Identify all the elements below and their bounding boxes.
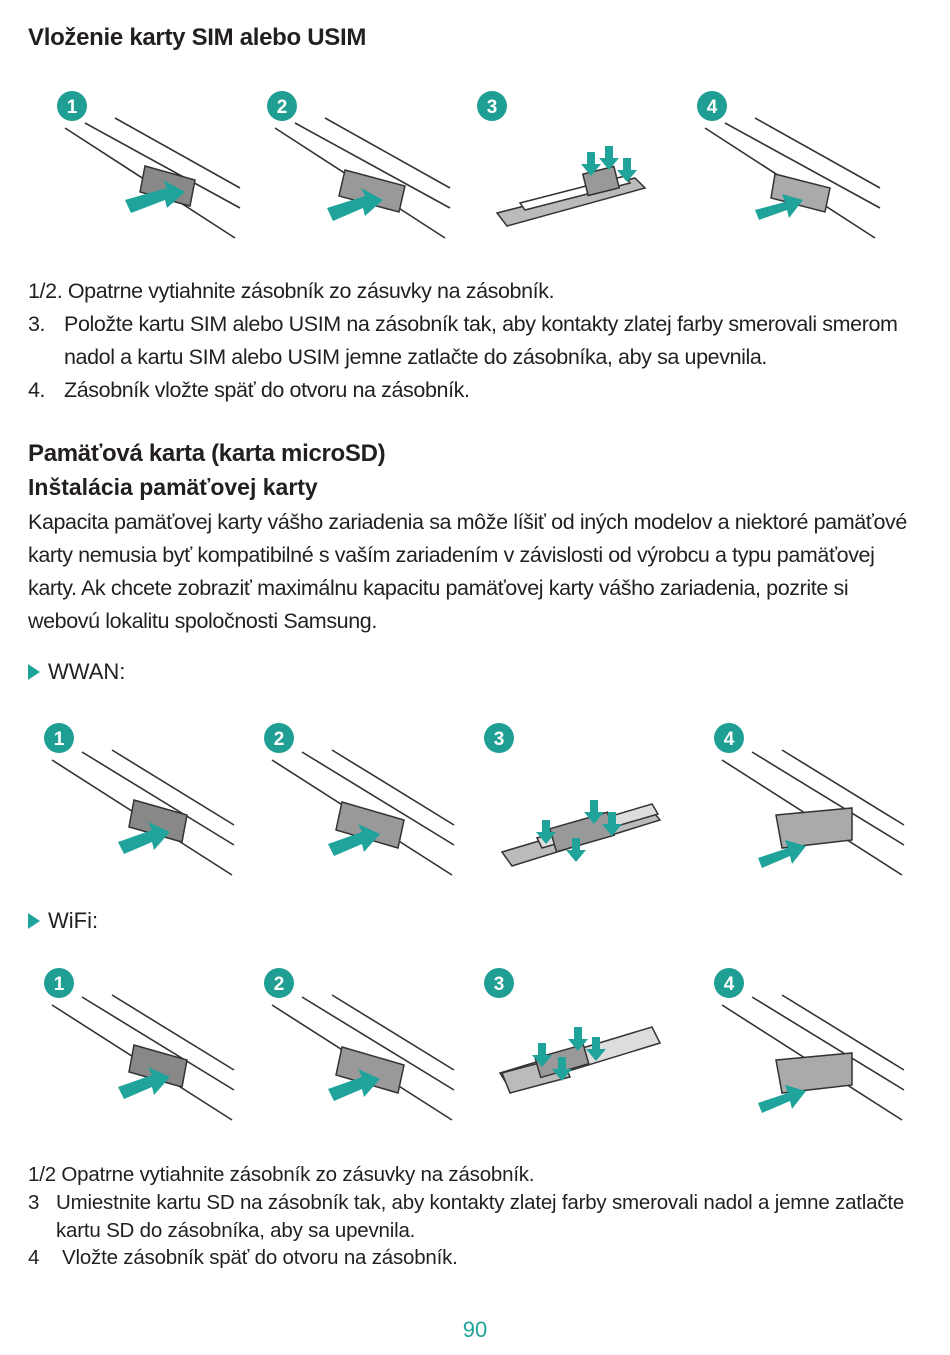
step-badge-4: 4 xyxy=(714,723,744,753)
step-3-figure: 3 xyxy=(475,88,675,253)
step-item-sd-4: 4 Vložte zásobník späť do otvoru na záso… xyxy=(28,1244,920,1272)
push-arrow-icon xyxy=(755,194,803,220)
wwan-step-3-figure: 3 xyxy=(482,720,682,880)
step-number: 4 xyxy=(28,1246,40,1269)
wifi-step-3-figure: 3 xyxy=(482,965,682,1125)
svg-text:2: 2 xyxy=(274,974,285,995)
sd-tray-inserting xyxy=(775,1052,853,1094)
variant-label-wifi: WiFi: xyxy=(28,908,98,934)
step-number: 3. xyxy=(28,312,46,336)
step-badge-2: 2 xyxy=(267,91,297,121)
step-item-sd-1-2: 1/2 Opatrne vytiahnite zásobník zo zásuv… xyxy=(28,1161,920,1189)
push-arrow-icon xyxy=(758,840,806,868)
step-badge-4: 4 xyxy=(697,91,727,121)
step-1-figure: 1 xyxy=(55,88,255,253)
sd-tray-ejected xyxy=(335,801,405,849)
wifi-step-1-figure: 1 xyxy=(42,965,242,1125)
memory-card-paragraph: Kapacita pamäťovej karty vášho zariadeni… xyxy=(28,510,907,633)
triangle-bullet-icon xyxy=(28,664,40,680)
step-item-sd-3: 3 Umiestnite kartu SD na zásobník tak, a… xyxy=(28,1189,920,1245)
press-down-arrows-icon xyxy=(581,146,637,182)
step-text: Vložte zásobník späť do otvoru na zásobn… xyxy=(62,1246,458,1269)
sd-tray-ejected xyxy=(335,1046,405,1094)
step-text: Umiestnite kartu SD na zásobník tak, aby… xyxy=(56,1191,905,1242)
press-down-arrows-icon xyxy=(532,1027,606,1081)
sd-tray-slot xyxy=(128,799,188,843)
step-badge-3: 3 xyxy=(477,91,507,121)
wifi-step-2-figure: 2 xyxy=(262,965,462,1125)
step-item-sim-1-2: 1/2. Opatrne vytiahnite zásobník zo zásu… xyxy=(28,275,920,308)
step-number: 1/2. xyxy=(28,279,63,303)
pull-arrow-icon xyxy=(125,180,185,213)
step-badge-2: 2 xyxy=(264,968,294,998)
section-title-memory-card: Pamäťová karta (karta microSD) xyxy=(28,440,386,467)
press-down-arrows-icon xyxy=(536,800,622,862)
step-badge-1: 1 xyxy=(44,723,74,753)
step-number: 1/2 xyxy=(28,1163,56,1186)
wwan-step-2-figure: 2 xyxy=(262,720,462,880)
svg-text:4: 4 xyxy=(724,729,735,750)
wifi-step-4-figure: 4 xyxy=(712,965,912,1125)
svg-text:4: 4 xyxy=(707,97,718,118)
step-text: Opatrne vytiahnite zásobník zo zásuvky n… xyxy=(67,279,555,303)
svg-text:4: 4 xyxy=(724,974,735,995)
step-2-figure: 2 xyxy=(265,88,465,253)
step-number: 4. xyxy=(28,378,46,402)
wwan-step-1-figure: 1 xyxy=(42,720,242,880)
svg-text:1: 1 xyxy=(67,97,78,118)
step-text: Položte kartu SIM alebo USIM na zásobník… xyxy=(64,312,898,369)
push-arrow-icon xyxy=(758,1085,806,1113)
pull-arrow-icon xyxy=(118,822,170,854)
step-text: Zásobník vložte späť do otvoru na zásobn… xyxy=(64,378,470,402)
step-4-figure: 4 xyxy=(695,88,895,253)
step-item-sim-4: 4. Zásobník vložte späť do otvoru na zás… xyxy=(28,374,920,407)
svg-text:2: 2 xyxy=(277,97,288,118)
svg-text:1: 1 xyxy=(54,974,65,995)
wwan-step-4-figure: 4 xyxy=(712,720,912,880)
step-text: Opatrne vytiahnite zásobník zo zásuvky n… xyxy=(61,1163,535,1186)
pull-arrow-icon xyxy=(118,1067,170,1099)
step-number: 3 xyxy=(28,1191,40,1214)
sim-tray-inserting xyxy=(770,173,831,213)
section-subtitle-install: Inštalácia pamäťovej karty xyxy=(28,474,318,500)
pull-arrow-icon xyxy=(328,824,380,856)
step-badge-1: 1 xyxy=(44,968,74,998)
step-badge-4: 4 xyxy=(714,968,744,998)
triangle-bullet-icon xyxy=(28,913,40,929)
step-badge-2: 2 xyxy=(264,723,294,753)
sd-tray-inserting xyxy=(775,807,853,849)
step-badge-3: 3 xyxy=(484,723,514,753)
section-title-sim: Vloženie karty SIM alebo USIM xyxy=(28,24,367,51)
svg-text:1: 1 xyxy=(54,729,65,750)
svg-text:3: 3 xyxy=(494,974,505,995)
svg-text:2: 2 xyxy=(274,729,285,750)
step-badge-3: 3 xyxy=(484,968,514,998)
step-badge-1: 1 xyxy=(57,91,87,121)
pull-arrow-icon xyxy=(328,1069,380,1101)
variant-label-wwan: WWAN: xyxy=(28,659,125,685)
page-number: 90 xyxy=(462,1317,488,1342)
step-item-sim-3: 3. Položte kartu SIM alebo USIM na zásob… xyxy=(28,308,920,374)
pull-arrow-icon xyxy=(327,188,383,221)
sd-tray-slot xyxy=(128,1044,188,1088)
svg-text:3: 3 xyxy=(494,729,505,750)
svg-text:3: 3 xyxy=(487,97,498,118)
sd-tray-open xyxy=(500,803,662,867)
sim-tray-ejected xyxy=(338,169,406,213)
